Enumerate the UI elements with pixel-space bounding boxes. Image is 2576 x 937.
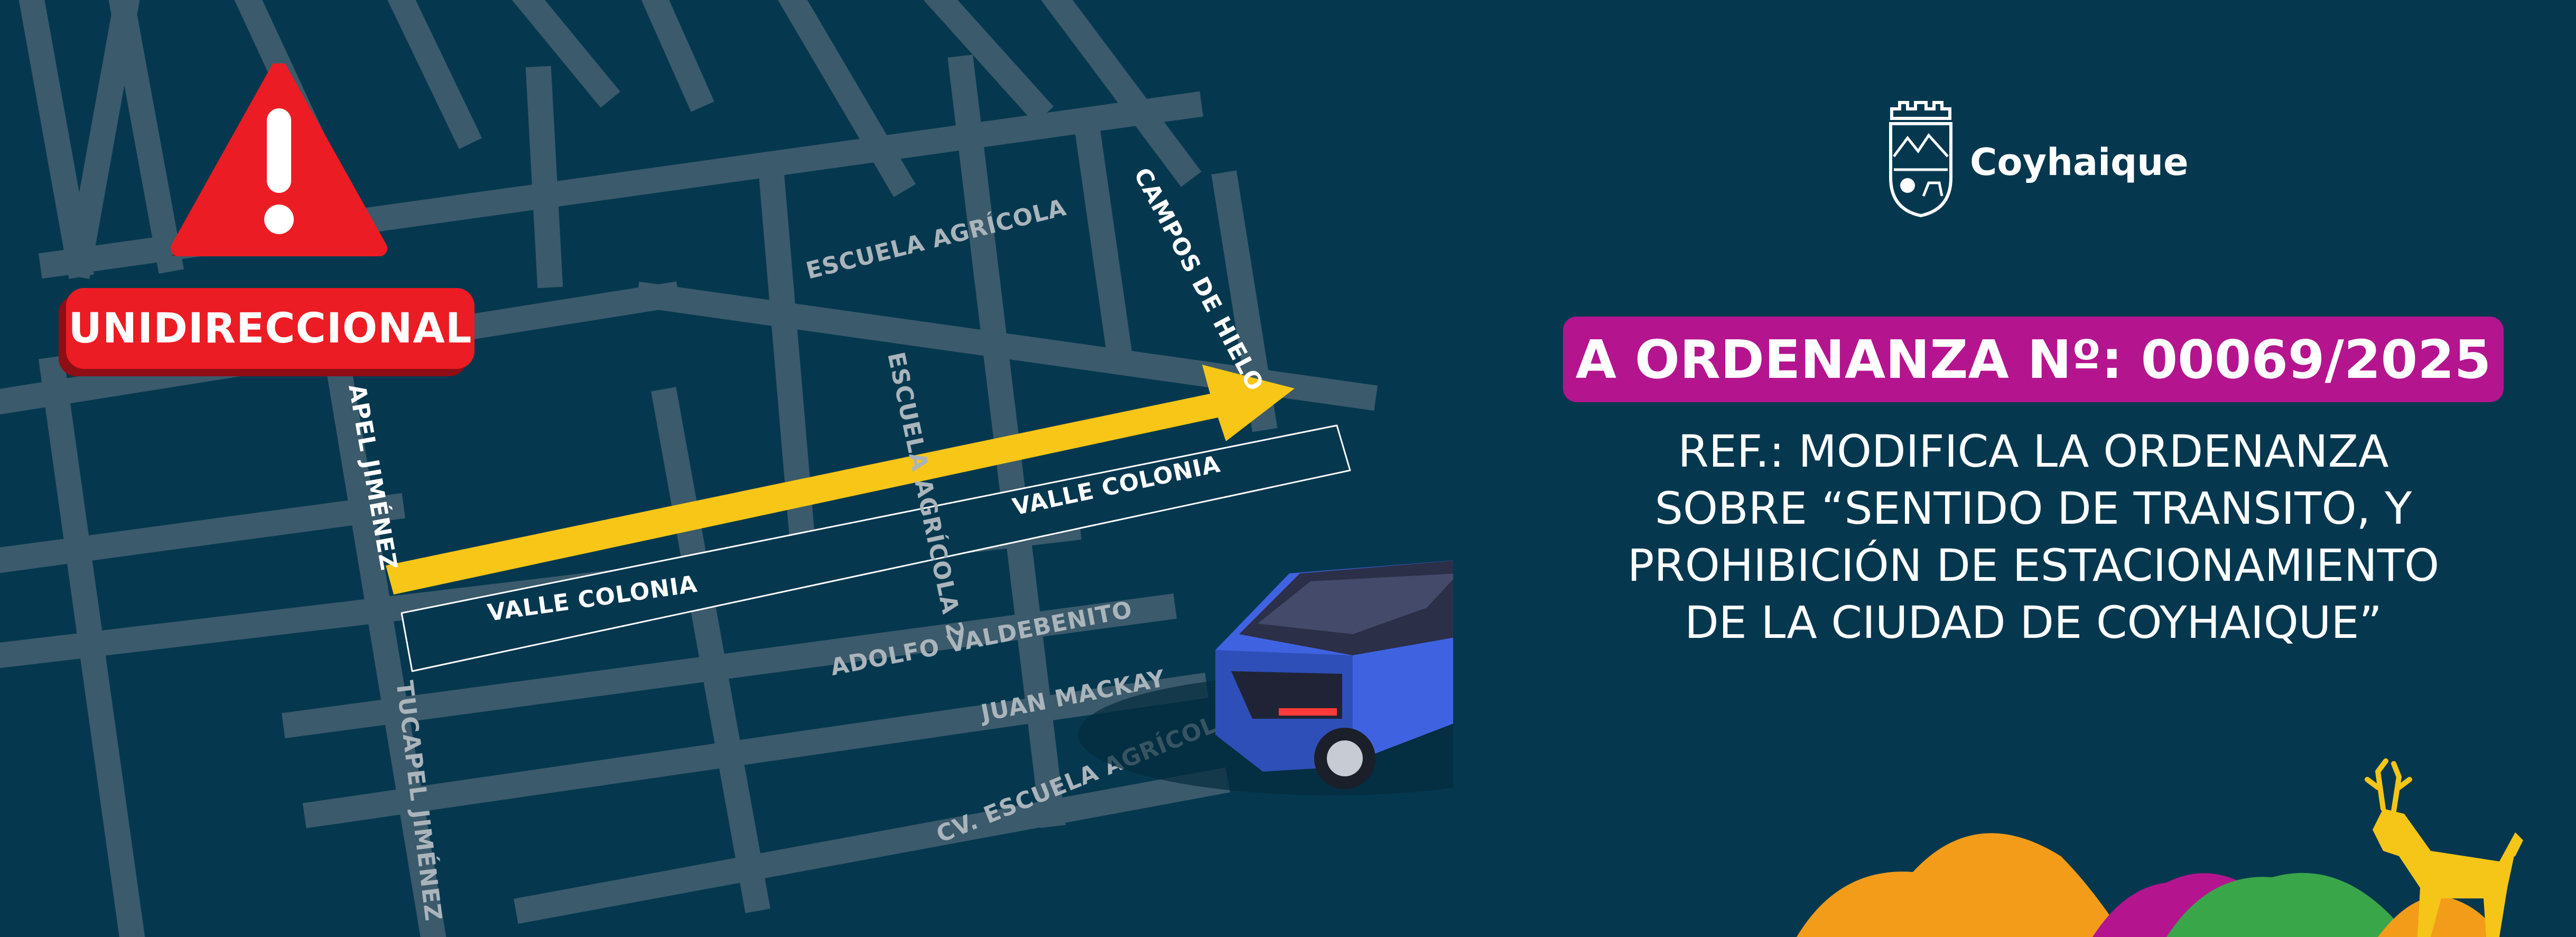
street-label-escuela-agricola-2: ESCUELA AGRÍCOLA 2 (882, 349, 970, 641)
unidirectional-badge: UNIDIRECCIONAL (66, 288, 475, 369)
brand-name: Coyhaique (1970, 141, 2189, 184)
deer-icon (2365, 758, 2523, 937)
coat-of-arms-icon (1889, 101, 1952, 218)
reference-line: PROHIBICIÓN DE ESTACIONAMIENTO (1627, 540, 2440, 591)
reference-description: REF.: MODIFICA LA ORDENANZA SOBRE “SENTI… (1543, 423, 2524, 651)
ordinance-number-banner: A ORDENANZA Nº: 00069/2025 (1563, 317, 2504, 402)
street-map: ESCUELA AGRÍCOLA CAMPOS DE HIELO APEL JI… (0, 0, 1453, 937)
direction-arrow (386, 365, 1295, 595)
street-label-escuela-agricola-top: ESCUELA AGRÍCOLA (803, 193, 1069, 285)
valle-colonia-road-outline (401, 424, 1351, 672)
car-illustration (1078, 560, 1453, 795)
warning-triangle-icon (171, 63, 387, 256)
decorative-hills-and-deer (1797, 758, 2523, 937)
municipal-brand: Coyhaique (1886, 98, 2189, 220)
reference-line: SOBRE “SENTIDO DE TRANSITO, Y (1654, 483, 2412, 534)
reference-line: DE LA CIUDAD DE COYHAIQUE” (1685, 597, 2382, 648)
reference-line: REF.: MODIFICA LA ORDENANZA (1678, 425, 2389, 477)
